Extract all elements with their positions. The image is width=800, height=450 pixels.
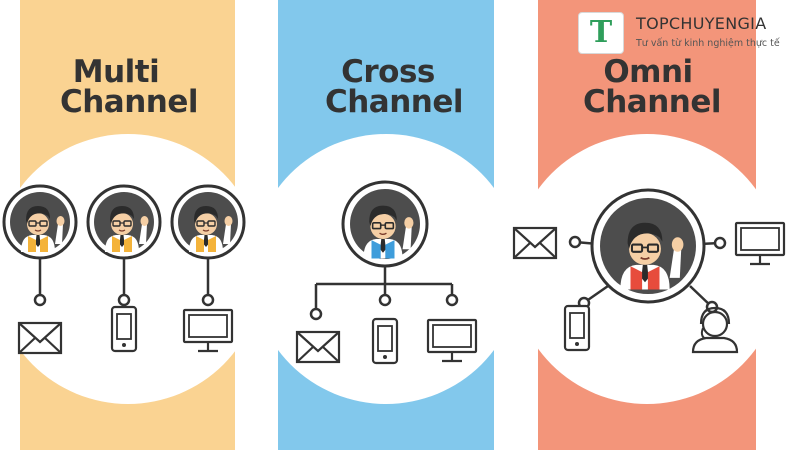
connector-dot [568, 235, 582, 249]
brand-logo-icon: T [578, 12, 624, 54]
envelope-icon [295, 330, 341, 364]
connector-dot [445, 293, 459, 307]
logo-brand-name: TOPCHUYENGIA [636, 14, 767, 33]
smartphone-icon [110, 305, 138, 353]
person-icon [590, 188, 706, 304]
multi-channel-group [2, 184, 246, 355]
omni-channel-group [512, 188, 786, 354]
logo-tagline: Tư vấn từ kinh nghiệm thực tế [636, 38, 780, 49]
connector-dot [378, 293, 392, 307]
connector-dot [713, 236, 727, 250]
column-title-omni-line1: Omni [603, 54, 692, 90]
column-title-omni-line2: Channel [583, 84, 721, 120]
envelope-icon [17, 321, 63, 355]
connector-dot [33, 293, 47, 307]
connector-dot [201, 293, 215, 307]
connector-dot [309, 307, 323, 321]
person-icon [170, 184, 246, 260]
smartphone-icon [371, 317, 399, 365]
smartphone-icon [563, 304, 591, 352]
column-title-multi-line1: Multi [73, 54, 160, 90]
envelope-icon [512, 226, 558, 260]
column-title-multi-line2: Channel [60, 84, 198, 120]
connector-dot [117, 293, 131, 307]
column-title-cross-line2: Channel [325, 84, 463, 120]
person-icon [341, 180, 429, 268]
person-icon [2, 184, 78, 260]
cross-channel-group [295, 180, 478, 365]
logo-letter: T [589, 15, 613, 50]
person-icon [86, 184, 162, 260]
column-title-cross-line1: Cross [341, 54, 435, 90]
